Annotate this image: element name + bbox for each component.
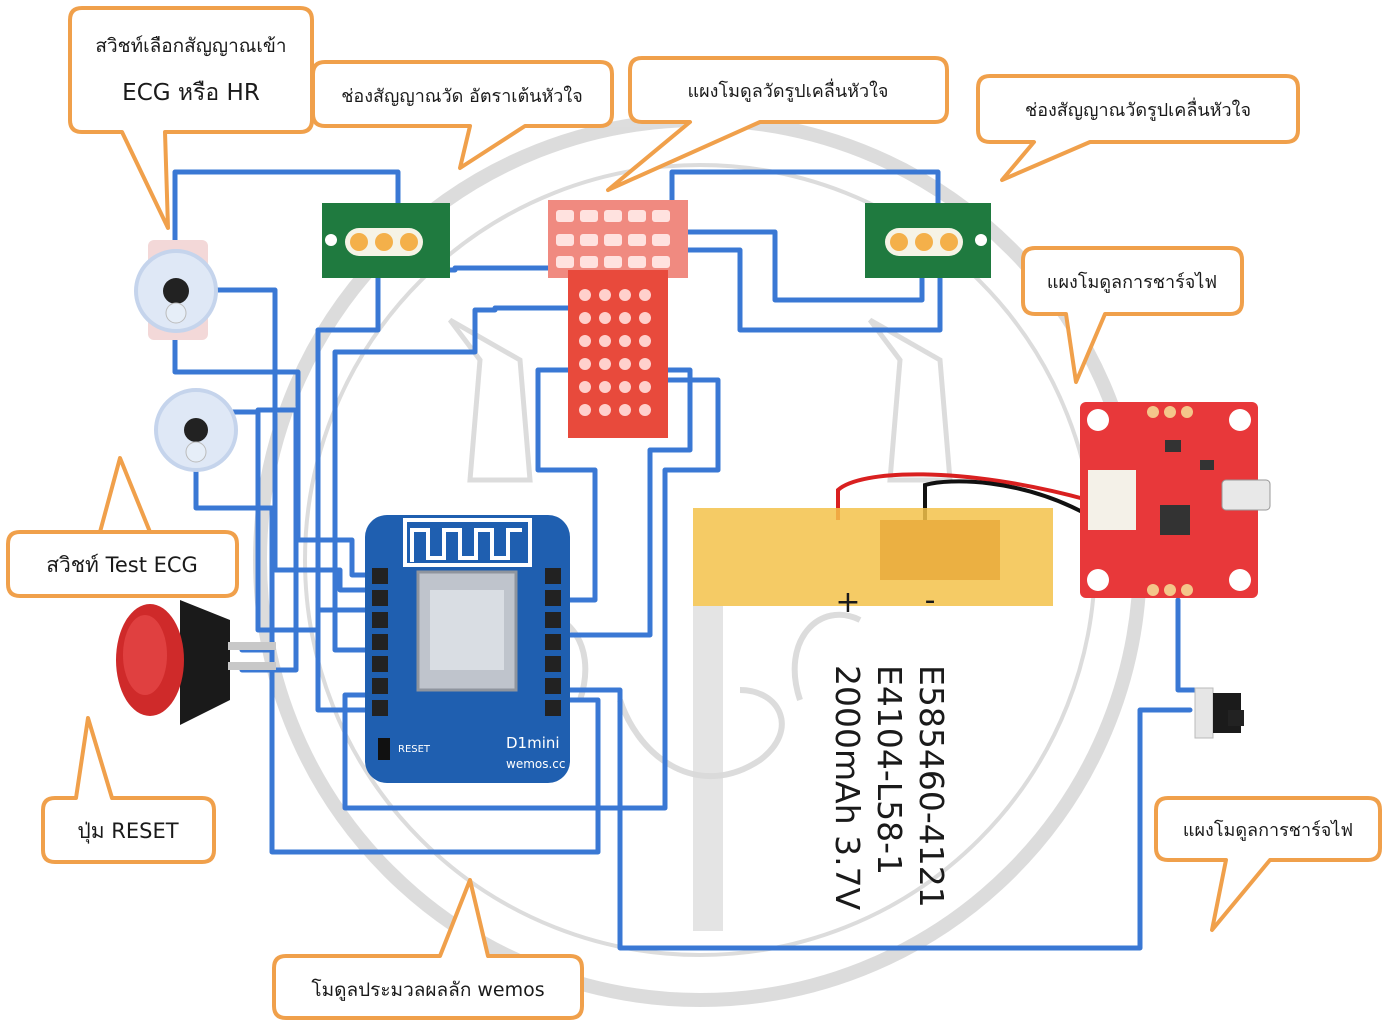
- callout-switch-select-line1: สวิชท์เลือกสัญญาณเข้า: [95, 35, 286, 57]
- wire: [553, 367, 693, 638]
- callout-wemos-module: [272, 878, 584, 1020]
- callout-hr-channel-text: ช่องสัญญาณวัด อัตราเต้นหัวใจ: [341, 85, 583, 107]
- ecg-module-protoboard: [548, 200, 688, 438]
- callout-reset-button-text: ปุ่ม RESET: [77, 819, 178, 844]
- wire: [553, 687, 1193, 951]
- wire: [677, 247, 943, 333]
- callout-ecg-channel-text: ช่องสัญญาณวัดรูปเคลื่นหัวใจ: [1025, 97, 1251, 121]
- wemos-reset-label: RESET: [398, 744, 431, 755]
- callout-switch-select: [68, 6, 314, 230]
- battery-line3: 2000mAh 3.7V: [828, 665, 867, 911]
- reset-push-button[interactable]: [116, 600, 276, 725]
- select-toggle-switch[interactable]: [134, 240, 218, 340]
- callout-hr-channel: [311, 60, 614, 170]
- battery-red-lead: [836, 472, 1089, 520]
- wire: [342, 377, 721, 811]
- lipo-battery: [693, 508, 1053, 931]
- wire: [535, 367, 598, 603]
- callout-ecg-board: [606, 56, 949, 192]
- wire: [332, 307, 498, 653]
- callout-charger-bottom: [1154, 796, 1382, 932]
- wire: [315, 267, 381, 713]
- battery-plus-label: +: [835, 585, 860, 620]
- battery-line1: E585460-4121: [912, 665, 951, 908]
- ecg-channel-jack-board: [865, 203, 991, 278]
- wire: [669, 169, 941, 218]
- callout-test-switch: [6, 456, 239, 598]
- wemos-d1-mini-board: [365, 515, 570, 783]
- power-slide-switch[interactable]: [1194, 687, 1244, 739]
- callout-test-switch-text: สวิชท์ Test ECG: [46, 553, 198, 577]
- callout-reset-button: [41, 716, 216, 864]
- callout-ecg-channel: [976, 74, 1300, 182]
- battery-line2: E4104-L58-1: [870, 665, 909, 875]
- wire: [193, 459, 601, 855]
- test-ecg-toggle-switch[interactable]: [154, 388, 238, 472]
- wire: [1175, 597, 1198, 693]
- callout-wemos-module-text: โมดูลประมวลผลลัก wemos: [311, 978, 544, 1001]
- callout-charger-top: [1021, 246, 1244, 384]
- callout-switch-select-line2: ECG หรือ HR: [122, 80, 260, 106]
- callout-charger-top-text: แผงโมดูลการชาร์จไฟ: [1047, 271, 1217, 293]
- wemos-model-label: D1mini: [506, 734, 560, 752]
- charger-module-board: [1080, 402, 1271, 598]
- wire: [172, 169, 401, 253]
- wemos-site-label: wemos.cc: [506, 757, 566, 771]
- wire: [177, 287, 383, 593]
- wire: [207, 409, 383, 633]
- callout-charger-bottom-text: แผงโมดูลการชาร์จไฟ: [1183, 819, 1353, 841]
- battery-black-lead: [923, 479, 1089, 520]
- wire: [677, 229, 925, 303]
- callout-ecg-board-text: แผงโมดูลวัดรูปเคลื่นหัวใจ: [688, 78, 889, 102]
- hr-channel-jack-board: [322, 203, 450, 278]
- battery-minus-label: -: [925, 583, 936, 618]
